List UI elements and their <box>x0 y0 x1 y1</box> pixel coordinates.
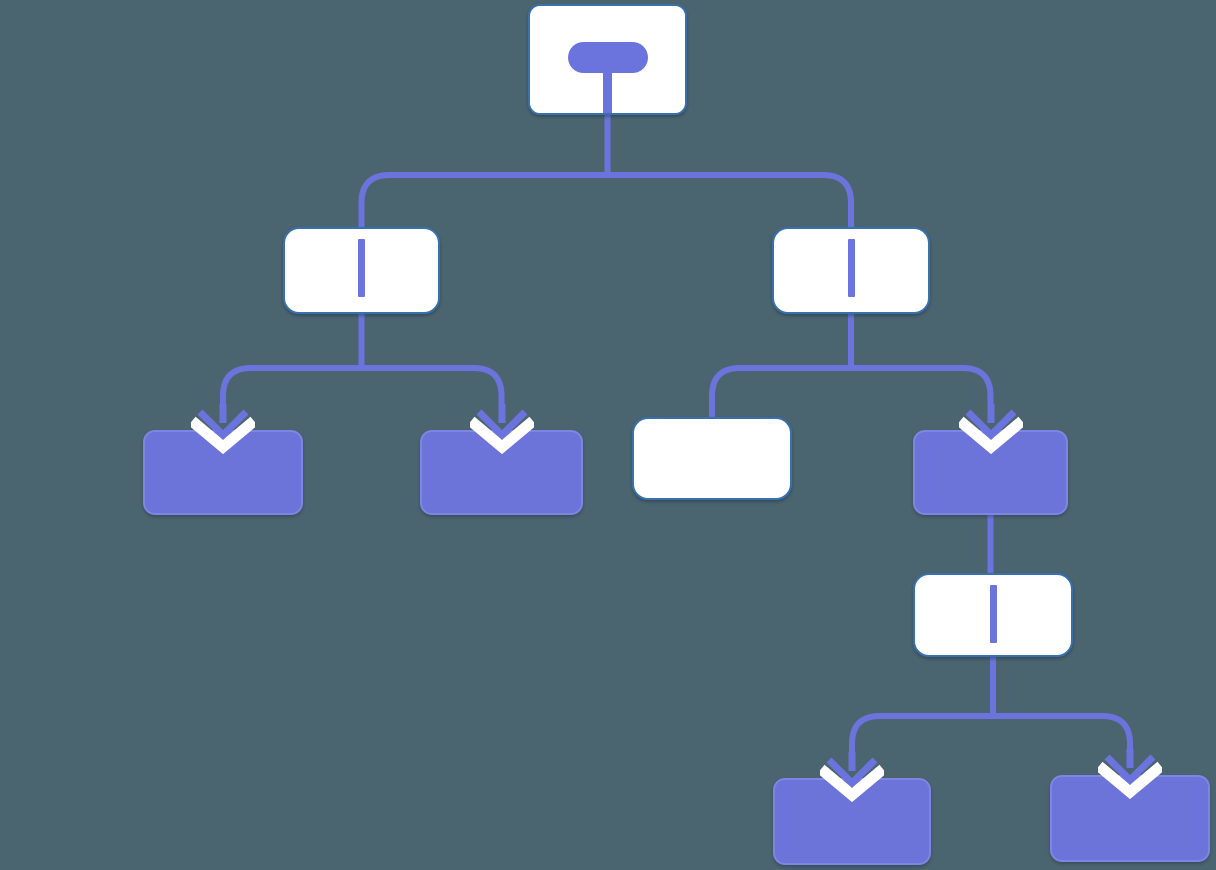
insert-arrow-icon <box>469 404 534 455</box>
root-pill-icon <box>567 42 648 73</box>
connector-edge <box>849 655 996 754</box>
leaf-node-plain[interactable] <box>632 417 792 500</box>
connector-edge <box>358 312 505 406</box>
connector-edge <box>709 312 854 419</box>
connector-edge <box>990 655 1133 751</box>
insert-arrow-icon <box>820 752 884 803</box>
connector-edge <box>848 312 994 406</box>
branch-bar-icon <box>847 239 855 297</box>
insert-arrow-icon <box>958 404 1023 455</box>
connector-edge <box>604 113 854 229</box>
branch-node-left[interactable] <box>283 227 440 314</box>
branch-bar-icon <box>989 585 997 643</box>
connector-edge <box>358 113 611 229</box>
root-node[interactable] <box>528 4 687 115</box>
branch-bar-icon <box>358 239 365 297</box>
branch-node-right[interactable] <box>772 227 930 314</box>
insert-arrow-icon <box>191 404 255 455</box>
branch-node-lower[interactable] <box>913 573 1073 657</box>
connector-edge <box>220 312 365 406</box>
drop-target-node-4[interactable] <box>773 778 931 865</box>
insert-arrow-icon <box>1098 749 1162 800</box>
root-stem-icon <box>603 73 612 113</box>
